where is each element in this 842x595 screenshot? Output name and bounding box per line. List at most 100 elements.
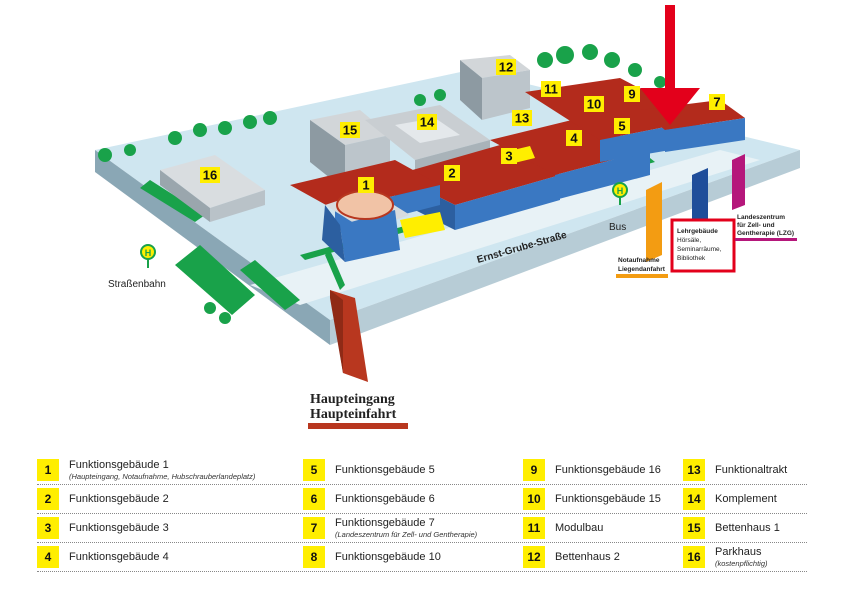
legend-subtitle: (Landeszentrum für Zell- und Gentherapie… [335,529,478,539]
legend-number: 2 [37,488,59,510]
badge-number: 11 [544,82,558,97]
badge-building-10[interactable]: 10 [584,96,604,112]
legend-item-15[interactable]: 15 Bettenhaus 1 [683,515,780,541]
legend-name: Funktionaltrakt [715,463,788,476]
legend-number: 6 [303,488,325,510]
legend-number: 14 [683,488,705,510]
badge-building-2[interactable]: 2 [444,165,460,181]
trees [98,44,666,324]
legend-name: Funktionsgebäude 2 [69,492,169,505]
lehrgebaeude-marker[interactable] [692,168,708,228]
lzg-label-3: Gentherapie (LZG) [737,230,794,237]
legend-name: Funktionsgebäude 6 [335,492,435,505]
bus-label: Bus [609,222,626,233]
legend-name: Parkhaus [715,545,762,558]
legend-item-6[interactable]: 6 Funktionsgebäude 6 [303,486,435,512]
badge-bg [501,148,517,164]
legend-item-14[interactable]: 14 Komplement [683,486,777,512]
badge-building-4[interactable]: 4 [566,130,582,146]
badge-bg [541,81,561,97]
legend-label: Funktionsgebäude 15 [555,493,661,505]
badge-bg [709,94,725,110]
legend-number: 8 [303,546,325,568]
legend-label: Funktionsgebäude 6 [335,492,435,505]
badge-building-7[interactable]: 7 [709,94,725,110]
lehrgebaeude-line-2: Seminarräume, [677,246,722,253]
legend-label: Funktionsgebäude 2 [69,492,169,505]
bus-stop[interactable]: H [612,182,628,205]
building-14-komplement[interactable] [365,105,490,172]
badge-number: 13 [515,111,529,126]
haupteingang-marker[interactable] [330,290,368,382]
legend-label: Funktionsgebäude 10 [335,550,441,563]
badge-building-15[interactable]: 15 [340,122,360,138]
badge-building-3[interactable]: 3 [501,148,517,164]
badge-bg [358,177,374,193]
badge-number: 10 [587,97,601,112]
badge-building-11[interactable]: 11 [541,81,561,97]
badge-building-13[interactable]: 13 [512,110,532,126]
lehrgebaeude-line-3: Bibliothek [677,255,706,262]
badge-number: 12 [499,60,513,75]
legend-name: Funktionsgebäude 4 [69,550,169,563]
legend-label: Modulbau [555,522,603,534]
badge-number: 16 [203,168,217,183]
badge-building-16[interactable]: 16 [200,167,220,183]
legend-number: 1 [37,459,59,481]
legend-number: 15 [683,517,705,539]
badge-building-14[interactable]: 14 [417,114,437,130]
badge-building-1[interactable]: 1 [358,177,374,193]
badge-bg [624,86,640,102]
legend-label: Funktionsgebäude 4 [69,550,169,563]
badge-number: 3 [505,149,512,164]
legend-name: Funktionsgebäude 5 [335,463,435,476]
campus-map: Ernst-Grube-Straße H Straßenbahn H Bus N… [95,5,800,429]
lzg-marker[interactable] [732,154,745,210]
legend-name: Funktionsgebäude 10 [335,550,441,563]
legend-item-10[interactable]: 10 Funktionsgebäude 15 [523,486,661,512]
legend-item-12[interactable]: 12 Bettenhaus 2 [523,544,620,570]
legend-name: Bettenhaus 2 [555,550,620,563]
legend-number: 9 [523,459,545,481]
badge-bg [496,59,516,75]
building-1-haupteingang[interactable] [322,190,410,262]
legend-label: Funktionsgebäude 5 [335,463,435,476]
red-arrow-icon [640,5,700,125]
notaufnahme-underline [616,274,668,278]
lehrgebaeude-title: Lehrgebäude [677,228,718,235]
badge-number: 1 [362,178,369,193]
legend-name: Funktionsgebäude 7 [335,516,435,529]
legend-label: Bettenhaus 1 [715,521,780,534]
legend-name: Komplement [715,492,777,505]
legend-number: 10 [523,488,545,510]
legend-number: 16 [683,546,705,568]
badge-number: 5 [618,119,625,134]
badge-building-9[interactable]: 9 [624,86,640,102]
notaufnahme-label-2: Liegendanfahrt [618,266,666,273]
lzg-label-2: für Zell- und [737,222,775,229]
legend-name: Bettenhaus 1 [715,521,780,534]
tram-stop[interactable]: H [140,244,156,268]
legend-item-2[interactable]: 2 Funktionsgebäude 2 [37,486,169,512]
legend-number: 12 [523,546,545,568]
legend-row [37,456,807,485]
helipad [336,190,394,220]
legend-item-8[interactable]: 8 Funktionsgebäude 10 [303,544,441,570]
notaufnahme-marker[interactable] [646,182,662,262]
badge-number: 4 [570,131,578,146]
badge-building-12[interactable]: 12 [496,59,516,75]
badge-building-5[interactable]: 5 [614,118,630,134]
haupteingang-label-1: Haupteingang [310,392,395,407]
badge-bg [512,110,532,126]
